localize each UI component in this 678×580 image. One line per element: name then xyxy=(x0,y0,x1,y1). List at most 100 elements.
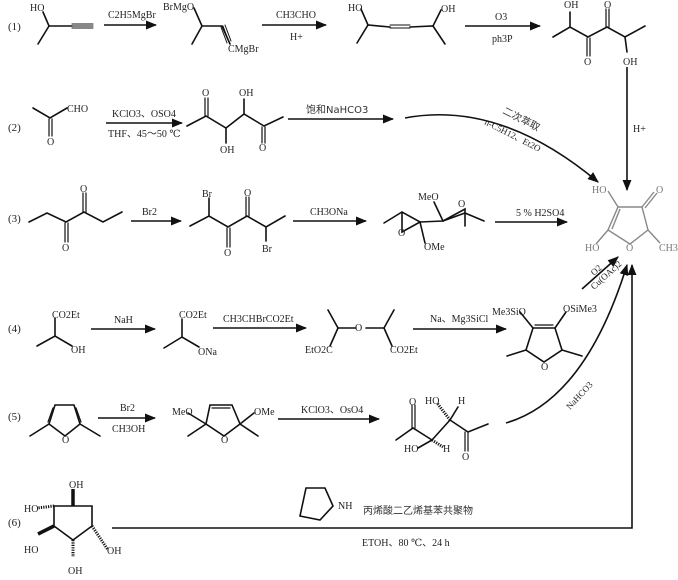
atom-label: O xyxy=(80,184,87,195)
reagent-label: O3 xyxy=(495,12,507,23)
route-label: (5) xyxy=(8,411,21,423)
structure-dihydroxy-hexanedione: O OH OH O xyxy=(186,88,284,156)
route-label: (1) xyxy=(8,21,21,33)
structure-product-furanone: HO O HO O CH3 xyxy=(585,185,678,254)
atom-label: Br xyxy=(202,189,213,200)
structure-quercitol: OH HO HO OH OH xyxy=(24,480,121,577)
reagent-label: H+ xyxy=(290,32,303,43)
structure-bis-epoxide: O O MeO OMe xyxy=(383,192,485,253)
reaction-arrow xyxy=(581,256,619,290)
reagent-label: CH3OH xyxy=(112,424,145,435)
atom-label: BrMgO xyxy=(163,2,194,13)
structure-dimethylfuran: O xyxy=(29,404,101,446)
route-label: (4) xyxy=(8,323,21,335)
atom-label: HO xyxy=(592,185,606,196)
route-2: (2) CHO O KClO3、OSO4 THF、45～50 ℃ O OH OH… xyxy=(8,88,599,183)
reagent-label: CH3CHO xyxy=(276,10,316,21)
reagent-label: KClO3、OsO4 xyxy=(301,405,363,416)
atom-label: O xyxy=(355,323,362,334)
atom-label: HO xyxy=(24,504,38,515)
atom-label: OH xyxy=(220,145,234,156)
atom-label: CO2Et xyxy=(52,310,80,321)
structure-diester-ether: O EtO2C CO2Et xyxy=(305,309,418,356)
atom-label: OH xyxy=(239,88,253,99)
atom-label: Br xyxy=(262,244,273,255)
atom-label: OMe xyxy=(424,242,445,253)
reaction-arrow xyxy=(112,263,637,529)
reagent-label: ph3P xyxy=(492,34,513,45)
reagent-label: ETOH、80 ℃、24 h xyxy=(362,538,450,549)
atom-label: OMe xyxy=(254,407,275,418)
atom-label: H xyxy=(443,444,450,455)
reaction-arrow-curved xyxy=(505,263,629,424)
atom-label: O xyxy=(541,362,548,373)
structure-dihydroxy-diketone: O HO H HO H O xyxy=(395,396,489,463)
atom-label: NH xyxy=(338,501,352,512)
reagent-label: 丙烯酸二乙烯基苯共聚物 xyxy=(363,504,473,517)
structure-hexanedione: O O xyxy=(28,184,123,254)
atom-label: OH xyxy=(71,345,85,356)
atom-label: O xyxy=(244,188,251,199)
atom-label: HO xyxy=(404,444,418,455)
atom-label: O xyxy=(62,243,69,254)
atom-label: OH xyxy=(564,0,578,11)
atom-label: O xyxy=(656,185,663,196)
reagent-label: 5 % H2SO4 xyxy=(516,208,564,219)
route-label: (3) xyxy=(8,213,21,225)
atom-label: H xyxy=(458,396,465,407)
atom-label: OSiMe3 xyxy=(563,304,597,315)
reagent-label: CH3CHBrCO2Et xyxy=(223,314,294,325)
reagent-label: THF、45～50 ℃ xyxy=(108,129,181,140)
reagent-label: Br2 xyxy=(142,207,157,218)
atom-label: CO2Et xyxy=(390,345,418,356)
structure-dibromo-hexanedione: Br O O Br xyxy=(189,188,286,259)
structure-butynol: HO xyxy=(30,3,94,45)
atom-label: O xyxy=(47,137,54,148)
atom-label: EtO2C xyxy=(305,345,333,356)
atom-label: CMgBr xyxy=(228,44,259,55)
route-5: (5) O Br2 CH3OH MeO OMe O KClO3、OsO4 O xyxy=(8,263,629,463)
reagent-label: NaHCO3 xyxy=(564,379,595,411)
reagent-label: KClO3、OSO4 xyxy=(112,109,176,120)
atom-label: O xyxy=(62,435,69,446)
route-4: (4) CO2Et OH NaH CO2Et ONa CH3CHBrCO2Et … xyxy=(8,256,624,373)
atom-label: Me3SiO xyxy=(492,307,526,318)
reagent-label: H+ xyxy=(633,124,646,135)
atom-label: MeO xyxy=(418,192,439,203)
atom-label: MeO xyxy=(172,407,193,418)
atom-label: HO xyxy=(348,3,362,14)
route-6: (6) OH HO HO OH OH NH 丙烯酸二乙烯基苯共聚物 ETOH、8… xyxy=(8,263,637,577)
structure-dimethoxy-dihydrofuran: MeO OMe O xyxy=(172,404,275,446)
structure-grignard-intermediate: BrMgO CMgBr xyxy=(163,2,259,55)
atom-label: CO2Et xyxy=(179,310,207,321)
atom-label: O xyxy=(584,57,591,68)
structure-methylglyoxal: CHO O xyxy=(32,104,88,148)
atom-label: O xyxy=(409,397,416,408)
structure-sodium-lactate: CO2Et ONa xyxy=(163,310,217,358)
atom-label: O xyxy=(221,435,228,446)
atom-label: O xyxy=(202,88,209,99)
reagent-label: Br2 xyxy=(120,403,135,414)
structure-pyrrolidine: NH xyxy=(299,487,352,521)
atom-label: O xyxy=(224,248,231,259)
route-label: (2) xyxy=(8,122,21,134)
atom-label: O xyxy=(398,228,405,239)
reagent-label: 饱和NaHCO3 xyxy=(306,104,368,116)
structure-hexynediol: HO OH xyxy=(348,3,455,45)
atom-label: CHO xyxy=(67,104,88,115)
atom-label: O xyxy=(462,452,469,463)
reagent-label: C2H5MgBr xyxy=(108,10,156,21)
reagent-label: NaH xyxy=(114,315,133,326)
atom-label: HO xyxy=(585,243,599,254)
atom-label: O xyxy=(604,0,611,11)
route-label: (6) xyxy=(8,517,21,529)
atom-label: O xyxy=(626,243,633,254)
atom-label: HO xyxy=(24,545,38,556)
atom-label: OH xyxy=(441,4,455,15)
atom-label: O xyxy=(458,199,465,210)
route-1: (1) HO C2H5MgBr BrMgO CMgBr CH3CHO H+ HO… xyxy=(8,0,646,192)
structure-ethyl-lactate: CO2Et OH xyxy=(36,310,85,356)
reaction-arrow-curved xyxy=(404,114,599,183)
atom-label: O xyxy=(259,143,266,154)
atom-label: OH xyxy=(107,546,121,557)
